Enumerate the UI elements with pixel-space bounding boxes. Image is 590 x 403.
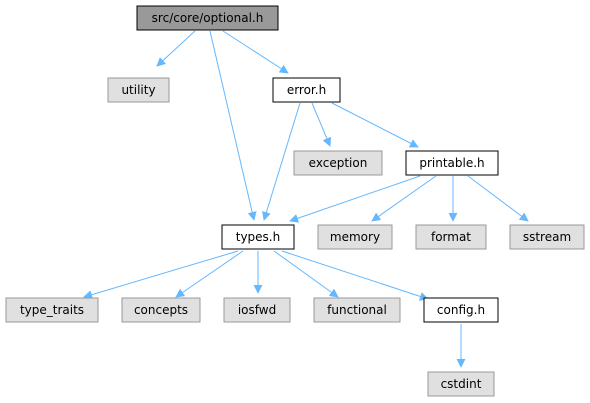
node-box [136, 5, 279, 31]
node-box [5, 297, 99, 323]
edge-error-to-types [262, 102, 301, 221]
node-label: utility [121, 83, 155, 97]
node-format: format [415, 224, 487, 250]
node-iosfwd: iosfwd [223, 297, 291, 323]
edge-types-to-config [281, 250, 429, 301]
edge-error-to-printable [331, 102, 419, 148]
node-label: format [431, 230, 471, 244]
node-box [223, 297, 291, 323]
node-box [107, 77, 170, 103]
node-box [221, 224, 295, 250]
node-label: types.h [236, 230, 280, 244]
node-box [509, 224, 585, 250]
node-printable[interactable]: printable.h [405, 150, 499, 176]
node-box [121, 297, 201, 323]
node-label: memory [330, 230, 380, 244]
node-functional: functional [313, 297, 401, 323]
edge-printable-to-types [289, 175, 421, 223]
node-label: error.h [287, 83, 326, 97]
node-exception: exception [293, 150, 383, 176]
edge-types-to-functional [273, 250, 339, 298]
node-box [405, 150, 499, 176]
node-type-traits: type_traits [5, 297, 99, 323]
node-box [317, 224, 393, 250]
node-box [427, 371, 495, 397]
node-label: sstream [523, 230, 571, 244]
edge-printable-to-sstream [467, 175, 529, 222]
node-utility: utility [107, 77, 170, 103]
edge-types-to-type_traits [83, 250, 239, 299]
node-label: cstdint [441, 377, 482, 391]
node-label: concepts [134, 303, 188, 317]
node-memory: memory [317, 224, 393, 250]
node-box [313, 297, 401, 323]
node-box [423, 297, 499, 323]
edge-types-to-concepts [175, 250, 244, 298]
node-label: exception [309, 156, 368, 170]
edge-optional-to-types [209, 30, 257, 221]
edge-error-to-exception [311, 102, 332, 147]
edges-layer [83, 30, 529, 368]
node-label: config.h [437, 303, 485, 317]
node-label: printable.h [419, 156, 484, 170]
edge-optional-to-error [222, 30, 289, 74]
node-label: src/core/optional.h [152, 11, 264, 25]
node-error[interactable]: error.h [272, 77, 341, 103]
node-label: functional [327, 303, 387, 317]
node-config[interactable]: config.h [423, 297, 499, 323]
node-box [415, 224, 487, 250]
node-cstdint: cstdint [427, 371, 495, 397]
node-concepts: concepts [121, 297, 201, 323]
node-label: iosfwd [238, 303, 276, 317]
node-box [272, 77, 341, 103]
edge-optional-to-utility [156, 30, 196, 67]
node-types[interactable]: types.h [221, 224, 295, 250]
node-sstream: sstream [509, 224, 585, 250]
node-label: type_traits [20, 303, 84, 317]
nodes-layer: src/core/optional.h utility error.h excepti… [5, 5, 585, 397]
node-box [293, 150, 383, 176]
node-optional: src/core/optional.h [136, 5, 279, 31]
edge-printable-to-memory [371, 175, 437, 222]
